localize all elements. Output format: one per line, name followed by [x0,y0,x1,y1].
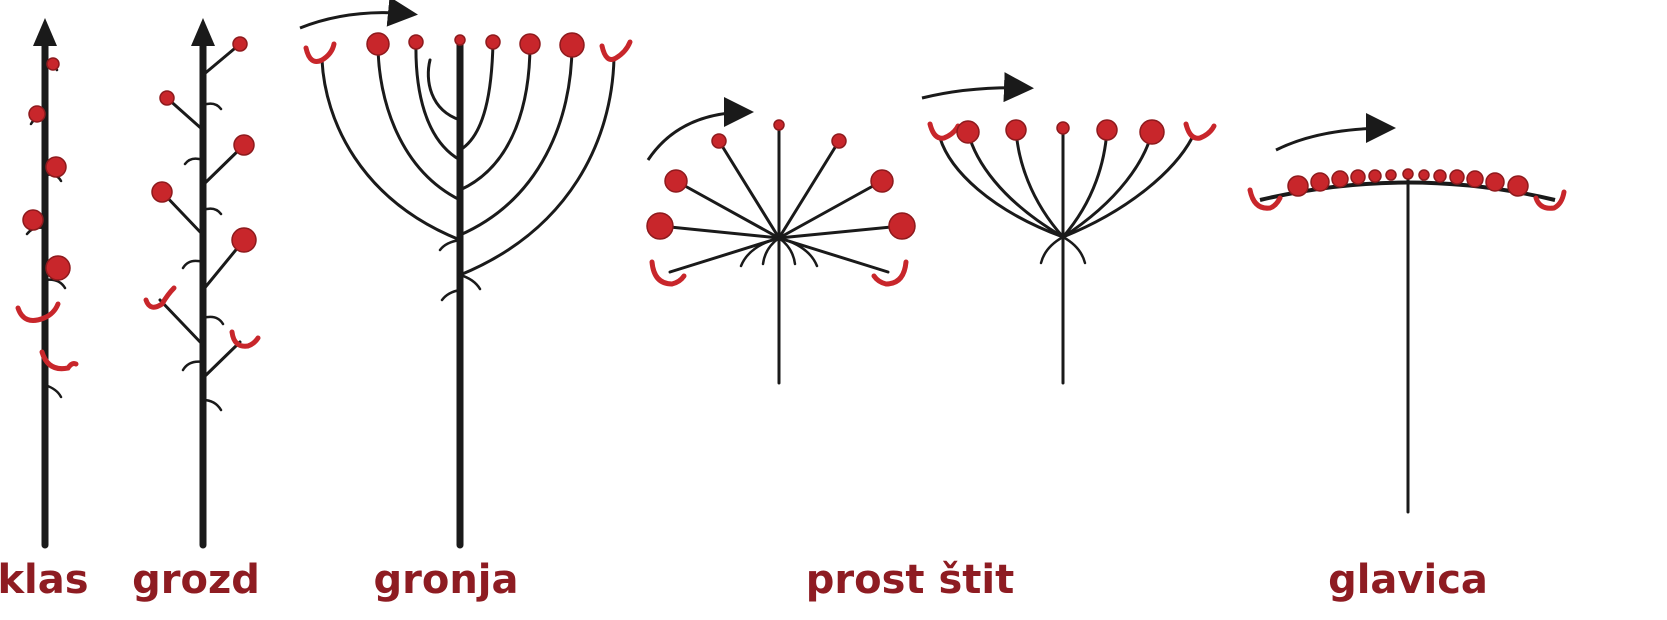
umbel-right-rays [927,119,1217,265]
bud [15,301,61,323]
flower [1385,169,1397,181]
klas-axis-arrowhead [33,18,57,46]
gronja-diagram [299,0,633,549]
bud [1183,121,1217,141]
grozd-diagram [143,18,261,549]
flower [1331,170,1349,188]
flower [151,181,173,203]
label-glavica: glavica [1328,557,1488,603]
umbel-left-arrow [646,97,754,161]
grozd-branches [143,36,261,412]
flower [231,227,257,253]
flower [1056,121,1070,135]
flower [1402,168,1414,180]
bud [1247,187,1283,211]
umbel-right-arrow [921,72,1034,103]
flower [1433,169,1447,183]
flower [159,90,175,106]
flower [1350,169,1366,185]
flower [1368,169,1382,183]
flower [1449,169,1465,185]
label-klas: klas [0,557,89,603]
glavica-flowers [1247,168,1567,211]
bud [39,349,79,372]
flower [1096,119,1118,141]
flower [233,134,255,156]
flower [366,32,390,56]
flower [1507,175,1529,197]
bud [229,329,261,349]
bud [303,41,337,64]
flower [1139,119,1165,145]
flower [1485,172,1505,192]
flower [773,119,785,131]
bud [143,285,177,310]
flower [831,133,847,149]
flower [45,156,67,178]
flower [46,57,60,71]
bud [599,39,633,62]
flower [1005,119,1027,141]
flower [485,34,501,50]
flower [519,33,541,55]
flower [888,212,916,240]
flower [956,120,980,144]
bud [1533,189,1567,211]
flower [408,34,424,50]
bud [649,259,687,287]
prost-stit-diagram [646,72,1217,385]
klas-diagram [15,18,79,549]
flower [1287,175,1309,197]
bud [871,259,909,287]
glavica-diagram [1247,113,1567,514]
klas-flowers [15,57,79,399]
gronja-arrow [299,0,418,30]
label-prost-stit: prost štit [805,557,1015,603]
flower [232,36,248,52]
flower [646,212,674,240]
grozd-axis-arrowhead [191,18,215,46]
flower [664,169,688,193]
flower [1310,172,1330,192]
umbel-left-rays [646,119,916,287]
flower [22,209,44,231]
flower [711,133,727,149]
flower [1466,170,1484,188]
flower [559,32,585,58]
label-gronja: gronja [373,557,519,603]
flower [45,255,71,281]
flower [454,34,466,46]
label-grozd: grozd [132,557,260,603]
bud [927,121,961,141]
flower [28,105,46,123]
flower [1418,169,1430,181]
glavica-arrow [1275,113,1396,152]
flower [870,169,894,193]
gronja-branches [303,32,633,302]
